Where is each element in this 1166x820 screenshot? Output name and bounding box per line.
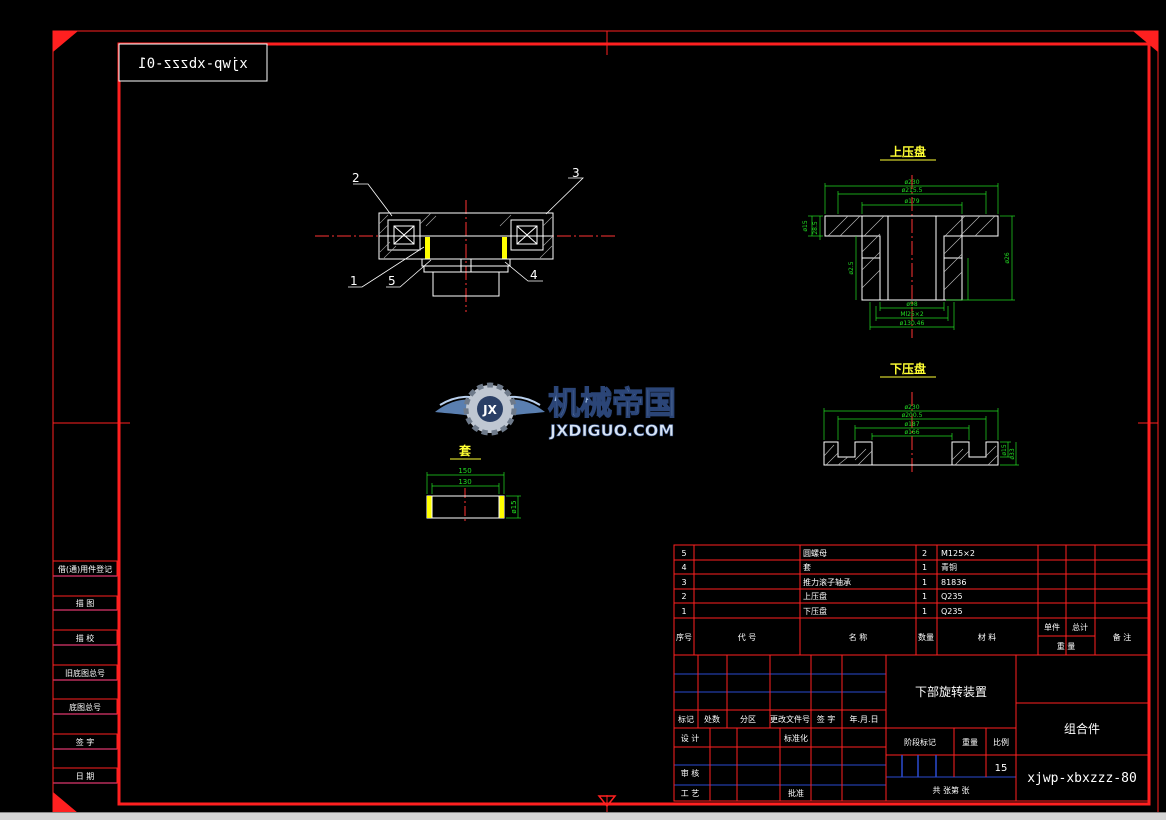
jxdiguo-watermark-logo: JX 机械帝国 JXDIGUO.COM [435,382,677,440]
bom-row-4-no: 4 [681,563,686,572]
left-cell-2: 描 校 [76,633,95,643]
bom-header-material: 材 料 [978,632,997,642]
bom-row-1-material: Q235 [941,607,963,616]
bom-row-1-no: 1 [681,607,686,616]
bom-header-single: 单件 [1044,622,1060,632]
upper-dim-130: ø130.46 [900,320,925,327]
bom-row-2-qty: 1 [922,592,927,601]
balloon-3: 3 [572,166,580,180]
lower-plate-title: 下压盘 [890,361,926,376]
watermark-cn: 机械帝国 [548,384,676,422]
tb-label-change-doc: 更改文件号 [770,714,810,724]
tb-sheets: 共 张第 张 [932,785,969,795]
left-cell-4: 底图总号 [69,702,101,712]
bom-row-3-material: 81836 [941,578,966,587]
tb-approve: 批准 [788,788,804,798]
tb-design: 设 计 [681,733,700,743]
bom-header-no: 序号 [676,632,692,642]
upper-plate-title: 上压盘 [890,144,926,159]
tb-standard: 标准化 [784,733,808,743]
upper-dim-v1: ø15 [802,220,809,231]
title-block: 标记 处数 分区 更改文件号 签 字 年.月.日 设 计 标准化 审 核 工 艺… [673,654,1150,802]
tb-stage-mark: 阶段标记 [904,737,936,747]
svg-text:JX: JX [482,403,497,417]
upper-dim-98: ø98 [906,301,917,308]
balloon-5: 5 [388,274,396,288]
drawing-category: 组合件 [1064,721,1100,736]
sleeve-title: 套 [458,443,472,458]
bom-header-remark: 备 注 [1113,632,1132,642]
lower-dim-187: ø187 [904,421,919,428]
left-cell-6: 日 期 [76,772,95,781]
tb-label-date: 年.月.日 [849,714,878,724]
lower-plate-view: 下压盘 ø230 ø200.5 ø187 ø166 ø15 ø33 [823,361,1019,472]
tb-scale-value: 15 [995,763,1008,774]
upper-dim-v2: 28.5 [812,221,819,235]
lower-dim-230: ø230 [904,404,919,411]
bill-of-materials: 5 圆螺母 2 M125×2 4 套 1 青铜 3 推力滚子轴承 1 81836… [673,544,1150,656]
balloon-1: 1 [350,274,358,288]
left-signature-column: 借(通)用件登记 描 图 描 校 旧底图总号 底图总号 签 字 日 期 [52,560,118,784]
upper-plate-view: 上压盘 ø230 [802,144,1015,338]
bom-header-total: 总计 [1072,622,1088,632]
bom-row-4-material: 青铜 [941,562,957,572]
drawing-code: xjwp-xbxzzz-80 [1027,771,1137,786]
sleeve-dim-130: 130 [458,478,471,486]
balloon-2: 2 [352,171,360,185]
upper-dim-179: ø179 [904,198,919,205]
bom-row-2-no: 2 [681,592,686,601]
bom-row-3-name: 推力滚子轴承 [803,577,851,587]
bom-row-5-name: 圆螺母 [803,548,827,558]
left-cell-0: 借(通)用件登记 [58,564,112,574]
tb-review: 审 核 [681,768,700,778]
bom-row-1-qty: 1 [922,607,927,616]
tb-label-count: 处数 [704,714,720,724]
tb-ratio: 比例 [993,737,1009,747]
sleeve-dim-v: ø15 [510,500,518,513]
upper-dim-230: ø230 [904,179,919,186]
bom-header-name: 名 称 [849,632,868,642]
mirrored-code-box: xjwp-xbzzz-01 [118,43,268,82]
bom-row-4-name: 套 [803,562,811,572]
upper-dim-v3: ø2.5 [848,261,855,274]
lower-dim-v1: ø15 [1001,444,1008,455]
lower-dim-166: ø166 [904,429,919,436]
bom-header-qty: 数量 [918,632,934,642]
bom-row-2-material: Q235 [941,592,963,601]
bom-row-3-qty: 1 [922,578,927,587]
bom-row-5-qty: 2 [922,549,927,558]
upper-dim-thread: Ml25×2 [900,311,924,318]
tb-label-sign: 签 字 [817,714,836,724]
bom-row-5-no: 5 [681,549,686,558]
sleeve-view: 套 150 130 ø15 [426,443,521,524]
assembly-view: 2 3 1 5 4 [315,166,615,312]
tb-process: 工 艺 [681,789,700,798]
left-cell-3: 旧底图总号 [65,668,105,678]
bom-row-4-qty: 1 [922,563,927,572]
watermark-en: JXDIGUO.COM [549,421,674,440]
bom-row-5-material: M125×2 [941,549,975,558]
status-bar [0,812,1166,820]
tb-label-mark: 标记 [678,714,694,724]
upper-dim-215: ø215.5 [902,187,923,194]
tb-label-zone: 分区 [740,715,756,724]
left-cell-5: 签 字 [76,737,95,747]
drawing-title: 下部旋转装置 [915,684,987,699]
balloon-4: 4 [530,268,538,282]
upper-dim-v4: ø26 [1004,252,1011,263]
left-cell-1: 描 图 [76,598,95,608]
lower-dim-v2: ø33 [1009,448,1016,459]
mirrored-code-text: xjwp-xbzzz-01 [138,56,248,72]
bom-row-2-name: 上压盘 [803,591,827,601]
lower-dim-200: ø200.5 [902,412,923,419]
bom-row-3-no: 3 [681,578,686,587]
bom-header-weight: 重 量 [1057,641,1076,651]
tb-weight: 重量 [962,737,978,747]
bom-row-1-name: 下压盘 [803,606,827,616]
bom-header-code: 代 号 [738,632,757,642]
sleeve-dim-150: 150 [458,467,471,475]
